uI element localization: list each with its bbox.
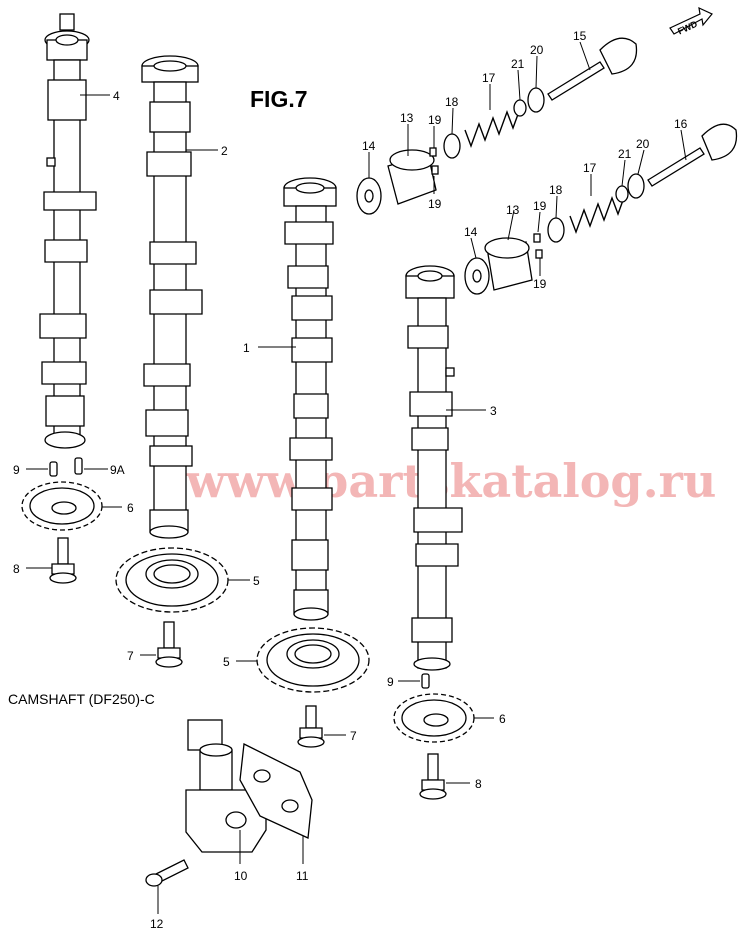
callout-14-lower: 14 [464, 225, 478, 239]
bolt-7-left [155, 621, 183, 668]
figure-title: FIG.7 [250, 86, 308, 112]
callout-3: 3 [490, 404, 497, 418]
callout-11: 11 [296, 869, 309, 883]
leader-lines [26, 41, 687, 914]
callout-12: 12 [150, 917, 164, 931]
camshaft-2 [141, 55, 203, 539]
callout-6-left: 6 [127, 501, 134, 515]
callout-19-upper-b: 19 [428, 197, 442, 211]
callout-13-lower: 13 [506, 203, 520, 217]
callout-17-upper: 17 [482, 71, 496, 85]
callout-7-left: 7 [127, 649, 134, 663]
bolt-8-right [419, 753, 447, 800]
sprocket-5-left [115, 547, 229, 613]
callout-21-upper: 21 [511, 57, 525, 71]
callout-20-lower: 20 [636, 137, 650, 151]
sprocket-5-center [256, 627, 370, 693]
callout-5-left: 5 [253, 574, 260, 588]
sprocket-6-left [21, 481, 103, 531]
callout-20-upper: 20 [530, 43, 544, 57]
callout-5-center: 5 [223, 655, 230, 669]
gasket-11 [239, 743, 313, 839]
oil-control-valve-10 [185, 719, 267, 853]
callout-18-upper: 18 [445, 95, 459, 109]
callout-8-right: 8 [475, 777, 482, 791]
callout-13-upper: 13 [400, 111, 414, 125]
camshaft-4 [39, 13, 97, 449]
callout-16: 16 [674, 117, 688, 131]
callout-15: 15 [573, 29, 587, 43]
callout-18-lower: 18 [549, 183, 563, 197]
callout-21-lower: 21 [618, 147, 632, 161]
camshaft-1 [283, 177, 337, 621]
callout-7-center: 7 [350, 729, 357, 743]
callout-19-upper-a: 19 [428, 113, 442, 127]
callout-4: 4 [113, 89, 120, 103]
valve-assembly-lower [464, 123, 738, 295]
bolt-8-left [49, 537, 77, 584]
camshaft-3 [405, 265, 463, 671]
callout-1: 1 [243, 341, 250, 355]
callout-6-right: 6 [499, 712, 506, 726]
callout-10: 10 [234, 869, 248, 883]
callout-14-upper: 14 [362, 139, 376, 153]
fwd-arrow-icon: FWD [669, 6, 713, 36]
callout-8-left: 8 [13, 562, 20, 576]
dowel-pin-9A [74, 457, 83, 475]
callout-9-right: 9 [387, 675, 394, 689]
valve-assembly-upper [356, 37, 638, 215]
bolt-12 [145, 859, 189, 887]
watermark: www.partskatalog.ru [185, 454, 716, 508]
callout-labels: 1 2 3 4 5 5 6 6 7 7 8 8 9 9 9A 10 11 12 … [13, 29, 688, 931]
dowel-pin-9 [49, 461, 58, 477]
callout-19-lower-b: 19 [533, 277, 547, 291]
figure-caption: CAMSHAFT (DF250)-C [8, 691, 155, 707]
dowel-pin-9-right [421, 673, 430, 689]
callout-19-lower-a: 19 [533, 199, 547, 213]
callout-2: 2 [221, 144, 228, 158]
callout-17-lower: 17 [583, 161, 597, 175]
callout-9-left: 9 [13, 463, 20, 477]
sprocket-6-right [393, 693, 475, 743]
callout-9A: 9A [110, 463, 125, 477]
bolt-7-center [297, 705, 325, 748]
